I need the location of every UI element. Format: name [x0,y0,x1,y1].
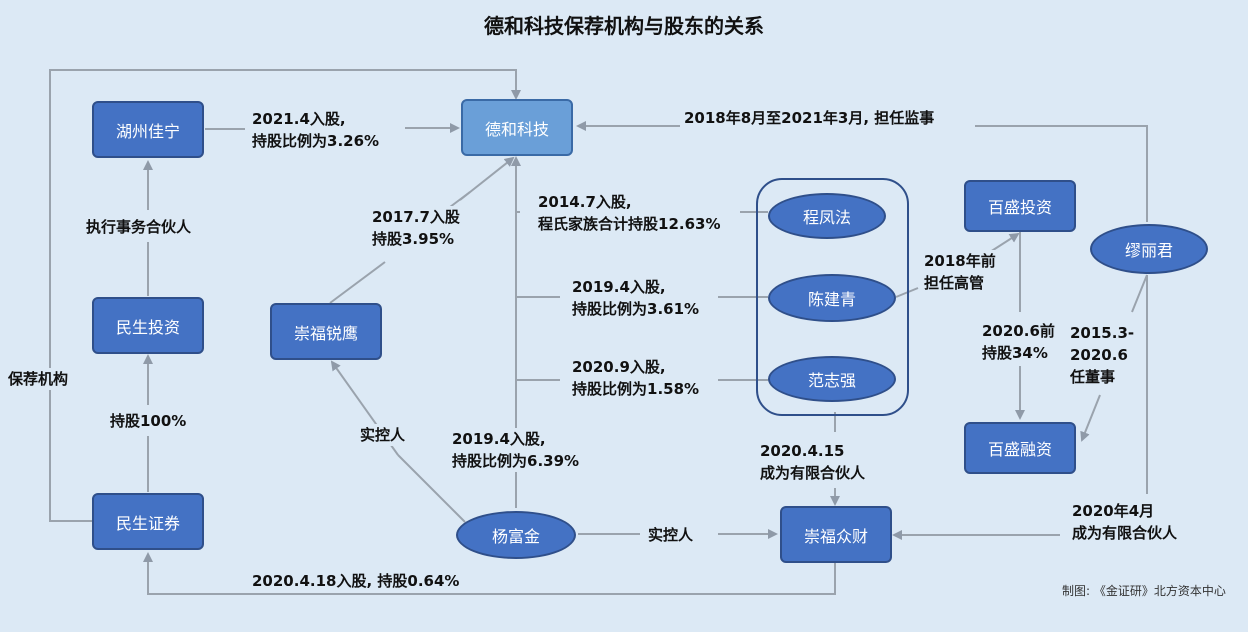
line-miao-br [1080,394,1101,442]
line-chen-baisheng-2 [989,232,1020,253]
node-chongfu-ruiying: 崇福锐鹰 [270,303,382,360]
diagram-title: 德和科技保荐机构与股东的关系 [484,14,764,38]
line-miao-dehe [975,125,1148,222]
label-chen-baisheng: 2018年前担任高管 [924,250,996,294]
label-huzhou-dehe: 2021.4入股,持股比例为3.26% [252,108,380,152]
person-yang: 杨富金 [456,511,576,559]
line-sponsor [49,69,521,522]
person-cheng: 程凤法 [768,193,886,239]
line-miao-up [1131,274,1148,313]
label-ruiying-dehe: 2017.7入股持股3.95% [372,206,460,250]
line-zhongcai-sec [143,552,836,595]
node-minsheng-sec: 民生证券 [92,493,204,550]
label-controller-zhongcai: 实控人 [648,524,694,546]
node-minsheng-invest: 民生投资 [92,297,204,354]
cheng-family-group [756,178,909,416]
person-chen: 陈建青 [768,274,896,322]
label-cheng-family: 2014.7入股,程氏家族合计持股12.63% [538,191,721,235]
label-chen-dehe: 2019.4入股,持股比例为3.61% [572,276,700,320]
node-baisheng-rong: 百盛融资 [964,422,1076,474]
label-baisheng-hold: 2020.6前持股34% [982,320,1055,364]
person-fan: 范志强 [768,356,896,402]
label-minsheng-zhongcai: 2020.4.18入股, 持股0.64% [252,570,460,592]
label-exec-partner: 执行事务合伙人 [86,216,192,238]
credit-text: 制图: 《金证研》北方资本中心 [1062,584,1226,598]
person-miao: 缪丽君 [1090,224,1208,274]
node-chongfu-zhongcai: 崇福众财 [780,506,892,563]
label-hold-100: 持股100% [110,410,187,432]
node-dehe: 德和科技 [461,99,573,156]
label-yang-dehe: 2019.4入股,持股比例为6.39% [452,428,580,472]
label-miao-partner: 2020年4月成为有限合伙人 [1072,500,1178,544]
node-huzhou: 湖州佳宁 [92,101,204,158]
label-sponsor: 保荐机构 [8,368,69,390]
node-baisheng-invest: 百盛投资 [964,180,1076,232]
line-yang-ruiying-2 [397,454,466,523]
label-miao-supervisor: 2018年8月至2021年3月, 担任监事 [684,107,935,129]
line-ruiying-dehe-2 [329,261,386,304]
label-controller-ruiying: 实控人 [360,424,406,446]
label-fan-dehe: 2020.9入股,持股比例为1.58% [572,356,700,400]
